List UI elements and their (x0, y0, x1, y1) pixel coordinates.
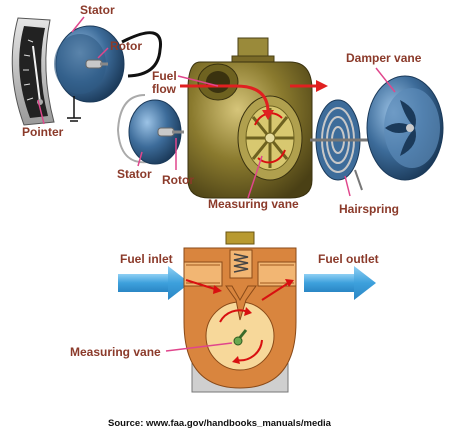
leader-lines-top (37, 16, 396, 199)
label-measuring-vane-bottom: Measuring vane (70, 345, 161, 359)
hairspring-icon (310, 99, 370, 191)
label-damper-vane: Damper vane (346, 51, 422, 65)
cutaway-housing-icon (183, 231, 297, 393)
source-caption: Source: www.faa.gov/handbooks_manuals/me… (108, 418, 331, 429)
fuel-arrow-icon (118, 266, 376, 300)
motor-stator-icon-lower (116, 94, 184, 165)
label-fuel-inlet: Fuel inlet (120, 252, 173, 266)
label-fuel-flow: Fuel flow (152, 69, 177, 96)
leader-line-bottom (165, 342, 233, 352)
label-stator-top: Stator (80, 3, 115, 17)
motor-stator-icon (54, 25, 125, 103)
damper-vane-icon (366, 75, 444, 181)
label-rotor-bottom: Rotor (162, 173, 194, 187)
label-measuring-vane-top: Measuring vane (208, 197, 299, 211)
label-pointer: Pointer (22, 125, 64, 139)
label-hairspring: Hairspring (339, 202, 400, 216)
gauge-dial-icon (11, 17, 55, 126)
label-fuel-outlet: Fuel outlet (318, 252, 379, 266)
brass-housing-icon (187, 37, 313, 199)
label-rotor-top: Rotor (110, 39, 142, 53)
label-stator-bottom: Stator (117, 167, 152, 181)
